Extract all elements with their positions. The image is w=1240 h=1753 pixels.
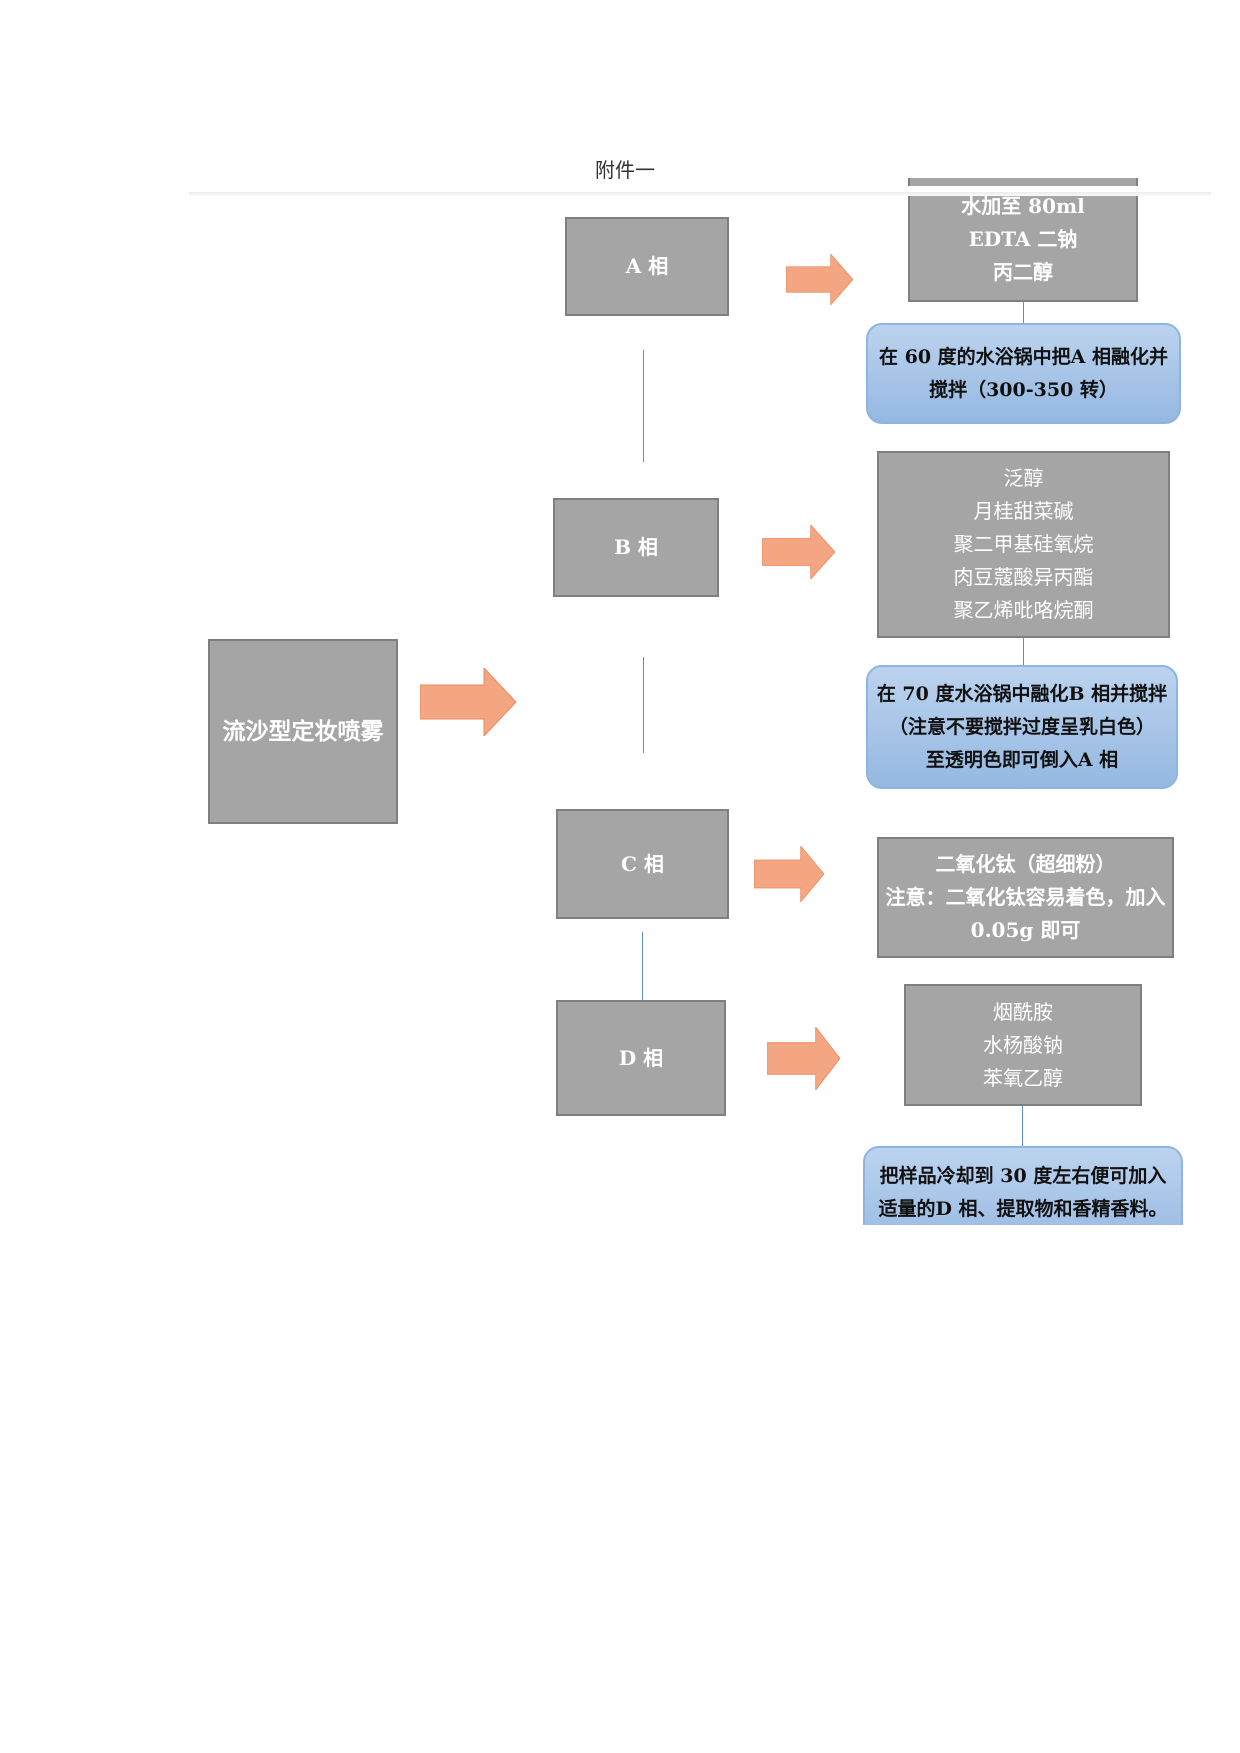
product-name: 流沙型定妆喷雾 xyxy=(222,718,384,745)
divider xyxy=(189,186,1211,194)
ingredient: 聚二甲基硅氧烷 xyxy=(953,532,1094,556)
ingredient: 月桂甜菜碱 xyxy=(973,499,1074,523)
phase-label: B 相 xyxy=(614,535,658,559)
connector-line xyxy=(643,350,644,462)
ingredient: 苯氧乙醇 xyxy=(983,1065,1063,1090)
arrow-right-icon xyxy=(420,668,516,736)
phase-b-ingredients: 泛醇 月桂甜菜碱 聚二甲基硅氧烷 肉豆蔻酸异丙酯 聚乙烯吡咯烷酮 xyxy=(877,451,1170,638)
phase-label: A 相 xyxy=(625,254,669,278)
phase-c-ingredients: 二氧化钛（超细粉） 注意：二氧化钛容易着色，加入 0.05g 即可 xyxy=(877,837,1174,958)
page-title: 附件一 xyxy=(595,158,655,182)
ingredient: 聚乙烯吡咯烷酮 xyxy=(953,598,1094,622)
phase-c-box: C 相 xyxy=(556,809,729,919)
ingredient: 二氧化钛（超细粉） xyxy=(935,852,1116,876)
phase-label: D 相 xyxy=(618,1045,664,1070)
ingredient: 0.05g 即可 xyxy=(970,918,1081,942)
instruction-line: 搅拌（300-350 转） xyxy=(929,378,1118,401)
phase-b-instruction: 在 70 度水浴锅中融化B 相并搅拌 （注意不要搅拌过度呈乳白色） 至透明色即可… xyxy=(866,665,1178,789)
phase-d-ingredients: 烟酰胺 水杨酸钠 苯氧乙醇 xyxy=(904,984,1142,1106)
arrow-right-icon xyxy=(767,1027,840,1090)
divider xyxy=(189,192,1211,196)
instruction-line: 在 70 度水浴锅中融化B 相并搅拌 xyxy=(876,682,1168,705)
instruction-line: 把样品冷却到 30 度左右便可加入 xyxy=(879,1165,1167,1187)
ingredient: 泛醇 xyxy=(1003,466,1044,490)
product-box: 流沙型定妆喷雾 xyxy=(208,639,398,824)
instruction-line: 至透明色即可倒入A 相 xyxy=(925,748,1119,771)
arrow-right-icon xyxy=(762,525,835,579)
connector-line xyxy=(1023,638,1024,666)
instruction-line: 适量的D 相、提取物和香精香料。 xyxy=(878,1198,1168,1220)
connector-line xyxy=(1022,1106,1023,1146)
page-blank-area xyxy=(0,1225,1240,1753)
instruction-line: 在 60 度的水浴锅中把A 相融化并 xyxy=(878,345,1169,368)
phase-b-box: B 相 xyxy=(553,498,719,597)
arrow-right-icon xyxy=(786,254,853,305)
ingredient: 烟酰胺 xyxy=(993,999,1053,1024)
ingredient: 注意：二氧化钛容易着色，加入 xyxy=(885,885,1166,909)
connector-line xyxy=(1023,302,1024,324)
ingredient: 肉豆蔻酸异丙酯 xyxy=(953,565,1094,589)
ingredient: 水加至 80ml xyxy=(961,193,1085,218)
phase-label: C 相 xyxy=(621,851,664,876)
phase-a-box: A 相 xyxy=(565,217,729,316)
connector-line xyxy=(643,657,644,753)
phase-a-instruction: 在 60 度的水浴锅中把A 相融化并 搅拌（300-350 转） xyxy=(866,323,1181,424)
ingredient: 丙二醇 xyxy=(993,259,1053,284)
instruction-line: （注意不要搅拌过度呈乳白色） xyxy=(888,715,1155,738)
phase-d-box: D 相 xyxy=(556,1000,726,1116)
arrow-right-icon xyxy=(754,846,824,902)
ingredient: 水杨酸钠 xyxy=(983,1032,1063,1057)
ingredient: EDTA 二钠 xyxy=(968,226,1078,251)
phase-a-ingredients: 水加至 80ml EDTA 二钠 丙二醇 xyxy=(908,178,1138,302)
connector-line xyxy=(642,932,643,1000)
